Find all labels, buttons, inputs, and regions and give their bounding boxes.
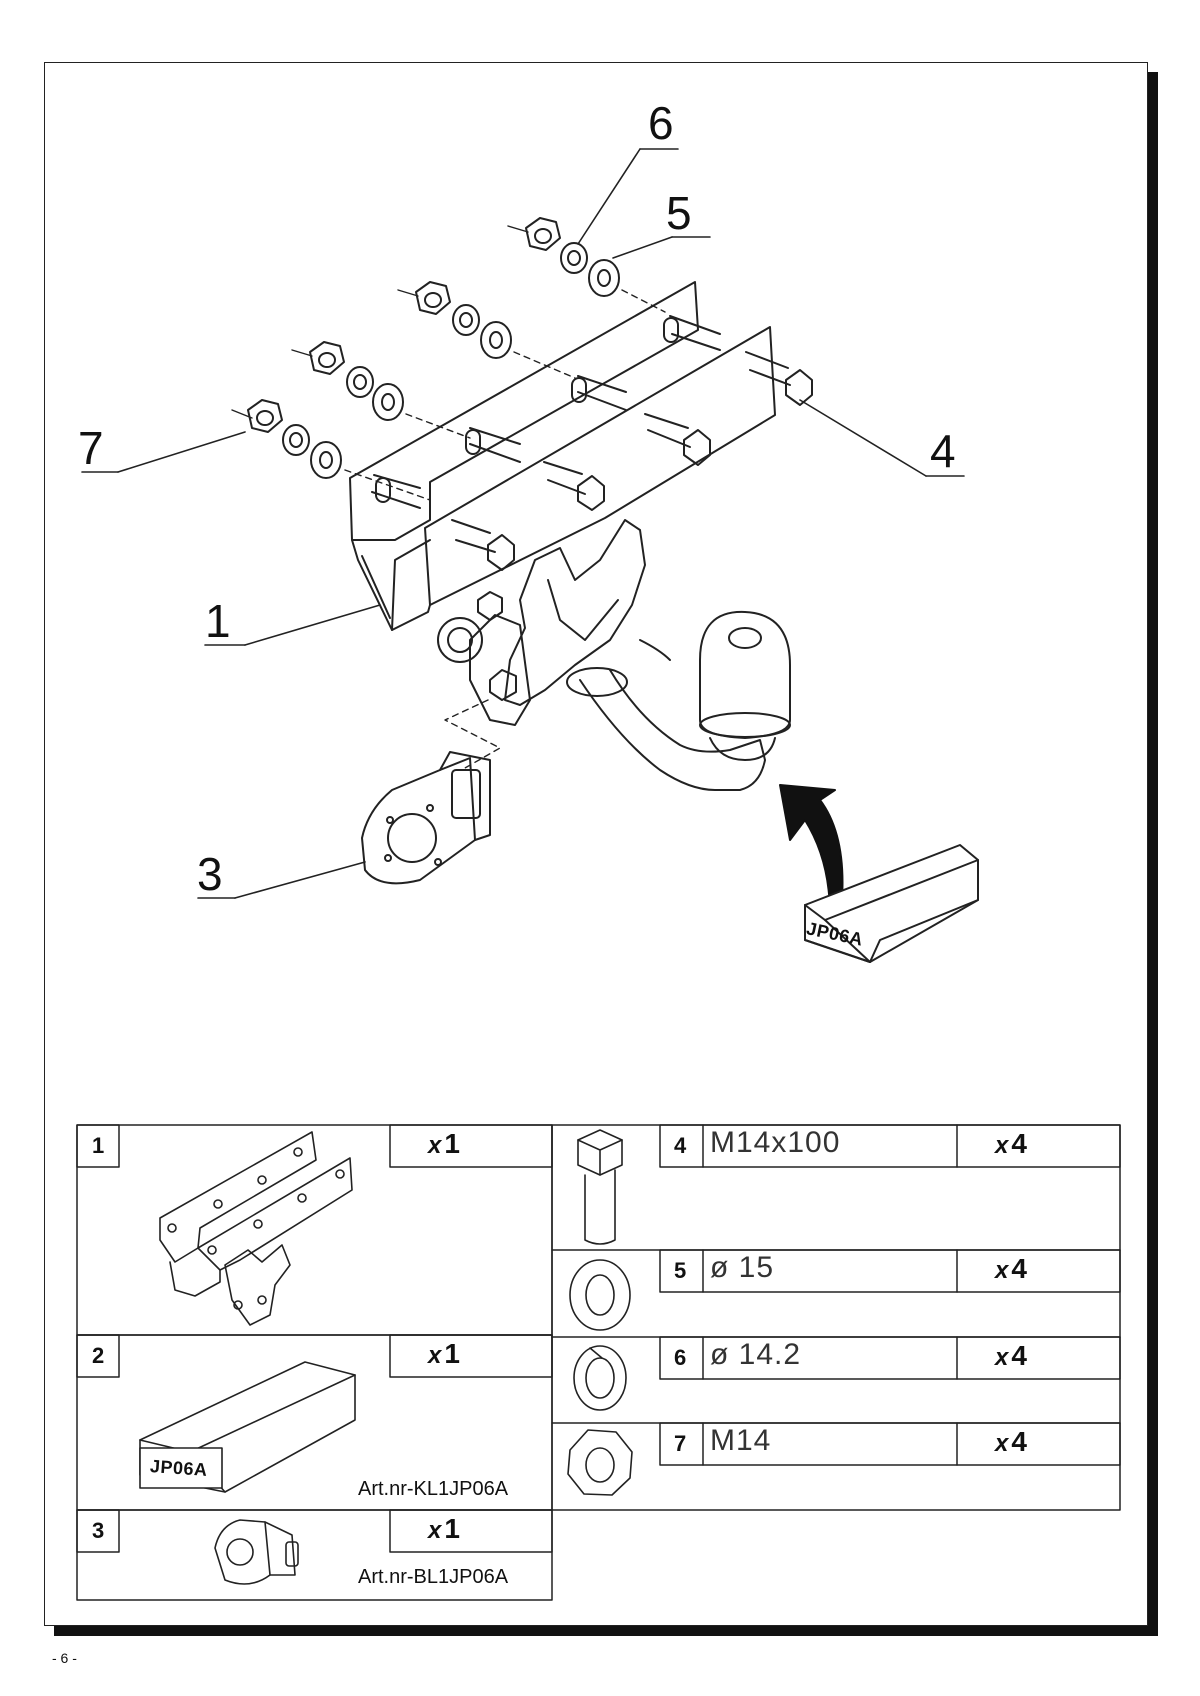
row-2-box-label: JP06A	[149, 1456, 209, 1480]
hex-nut-icon	[567, 1429, 633, 1496]
tow-bar-bracket-icon	[349, 281, 813, 631]
callout-3: 3	[197, 848, 223, 900]
tow-bar-bracket-icon	[159, 1131, 353, 1326]
row-2-number: 2	[92, 1343, 105, 1368]
row-7-spec: M14	[710, 1424, 772, 1457]
curved-arrow-icon	[779, 784, 844, 921]
drawing-frame	[44, 62, 1148, 1626]
row-2-art-nr: Art.nr-KL1JP06A	[358, 1478, 509, 1500]
callout-6: 6	[648, 97, 674, 149]
callout-1: 1	[205, 595, 231, 647]
callout-7: 7	[78, 422, 104, 474]
row-6-spec: ø 14.2	[710, 1338, 802, 1371]
washer-icon	[310, 441, 342, 479]
row-3-art-nr: Art.nr-BL1JP06A	[358, 1566, 509, 1588]
row-7-number: 7	[674, 1431, 687, 1456]
alignment-line	[444, 699, 501, 769]
nut-washer-stacks	[231, 217, 666, 501]
callout-leaders	[81, 148, 965, 899]
box-icon	[139, 1361, 356, 1493]
spring-washer-icon	[282, 424, 310, 456]
hex-nut-icon	[247, 399, 283, 433]
row-1-number: 1	[92, 1133, 105, 1158]
stud-bolts	[371, 315, 721, 509]
row-4-number: 4	[674, 1133, 687, 1158]
callout-4: 4	[930, 425, 956, 477]
tow-ball-icon	[437, 519, 791, 791]
row-6-number: 6	[674, 1345, 687, 1370]
row-4-spec: M14x100	[710, 1126, 841, 1159]
washer-icon	[569, 1259, 631, 1331]
parts-table	[76, 1124, 1121, 1601]
socket-plate-icon	[361, 751, 491, 885]
page-number: - 6 -	[52, 1650, 77, 1666]
bolt-icon	[577, 1129, 623, 1245]
spring-washer-icon	[573, 1345, 627, 1411]
box-icon	[804, 844, 979, 963]
row-3-number: 3	[92, 1518, 105, 1543]
callout-5: 5	[666, 187, 692, 239]
socket-plate-icon	[214, 1519, 299, 1585]
row-5-spec: ø 15	[710, 1251, 775, 1284]
bolt-icon	[451, 351, 813, 571]
row-5-number: 5	[674, 1258, 687, 1283]
